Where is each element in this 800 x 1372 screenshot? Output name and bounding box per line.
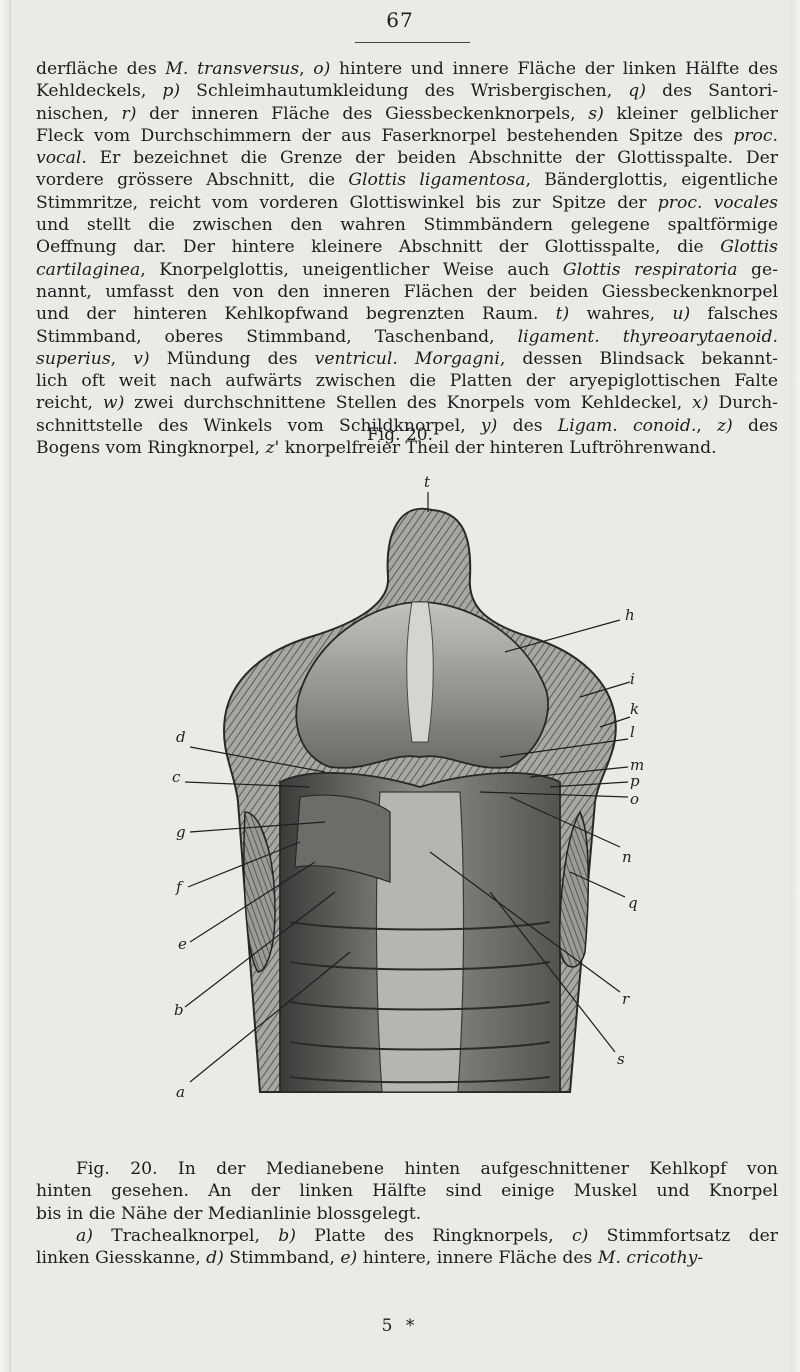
paragraph-line: superius, v) Mündung des ventricul. Morg…	[36, 348, 778, 369]
figure-letter-f: f	[175, 878, 184, 896]
figure-letter-n: n	[622, 848, 632, 866]
figure-label: Fig. 20.	[367, 425, 433, 445]
page-number: 67	[386, 8, 414, 32]
figure-letter-a: a	[176, 1083, 185, 1101]
paragraph-line: vocal. Er bezeichnet die Grenze der beid…	[36, 148, 778, 169]
figure-letter-k: k	[630, 700, 639, 718]
paragraph-line: reicht, w) zwei durchschnittene Stellen …	[36, 393, 778, 414]
caption-line: hinten gesehen. An der linken Hälfte sin…	[36, 1181, 778, 1202]
paragraph-line: derfläche des M. transversus, o) hintere…	[36, 59, 778, 79]
paragraph-line: schnittstelle des Winkels vom Schildknor…	[36, 415, 778, 436]
figure-caption: Fig. 20. In der Medianebene hinten aufge…	[36, 1158, 778, 1269]
caption-line: bis in die Nähe der Medianlinie blossgel…	[36, 1203, 422, 1224]
figure-letter-c: c	[172, 768, 181, 786]
page-edge-right	[790, 0, 800, 1372]
figure-letter-h: h	[625, 606, 635, 624]
figure-letter-e: e	[178, 935, 187, 953]
paragraph-line: Stimmritze, reicht vom vorderen Glottisw…	[36, 192, 778, 213]
paragraph-line: und stellt die zwischen den wahren Stimm…	[36, 215, 778, 236]
paragraph-line: Stimmband, oberes Stimmband, Taschenband…	[36, 326, 779, 347]
tracheal-rings	[289, 921, 551, 1084]
figure-letter-o: o	[630, 790, 639, 808]
figure-letter-p: p	[630, 772, 640, 790]
figure-letter-i: i	[630, 670, 635, 688]
figure-letters: t h i k l m p o n q r s d c g f e b a	[172, 473, 644, 1101]
paragraph-line: Oeffnung dar. Der hintere kleinere Absch…	[36, 237, 778, 258]
paragraph-line: Bogens vom Ringknorpel, z' knorpelfreier…	[36, 438, 717, 459]
figure-letter-s: s	[617, 1050, 625, 1068]
paragraph-line: vordere grössere Abschnitt, die Glottis …	[36, 170, 778, 191]
figure-letter-d: d	[176, 728, 186, 746]
median-ridge	[406, 601, 434, 743]
paragraph-line: cartilaginea, Knorpelglottis, uneigentli…	[36, 259, 779, 280]
page-edge-left	[0, 0, 11, 1372]
figure-letter-m: m	[630, 756, 644, 774]
figure-letter-q: q	[628, 894, 638, 912]
left-cartilage-section	[243, 811, 276, 973]
figure-letter-b: b	[174, 1001, 184, 1019]
signature-mark: 5 *	[381, 1316, 419, 1336]
leader-lines	[184, 492, 631, 1083]
body-paragraph: derfläche des M. transversus, o) hintere…	[36, 58, 778, 459]
paragraph-line: nischen, r) der inneren Fläche des Giess…	[36, 103, 778, 124]
paragraph-line: lich oft weit nach aufwärts zwischen die…	[36, 371, 778, 392]
caption-line: Fig. 20. In der Medianebene hinten aufge…	[76, 1159, 778, 1179]
paragraph-line: nannt, umfasst den von den inneren Fläch…	[36, 281, 778, 302]
paragraph-line: und der hinteren Kehlkopfwand begrenzten…	[36, 304, 778, 325]
paragraph-line: Kehldeckels, p) Schleimhautumkleidung de…	[36, 81, 779, 102]
caption-legend-line: linken Giesskanne, d) Stimmband, e) hint…	[36, 1248, 704, 1269]
figure-letter-l: l	[630, 723, 635, 741]
figure-letter-r: r	[622, 990, 630, 1008]
cricothyroid-muscle	[294, 794, 391, 883]
right-cartilage-section	[558, 810, 590, 968]
header-rule	[355, 42, 470, 43]
paragraph-line: Fleck vom Durchschimmern der aus Faserkn…	[36, 125, 778, 146]
larynx-illustration: t h i k l m p o n q r s d c g f e b a	[172, 473, 644, 1101]
caption-legend-line: a) Trachealknorpel, b) Platte des Ringkn…	[76, 1225, 778, 1246]
posterior-wall	[375, 791, 465, 1093]
figure-letter-g: g	[176, 823, 186, 841]
svg-text:t: t	[424, 473, 431, 491]
